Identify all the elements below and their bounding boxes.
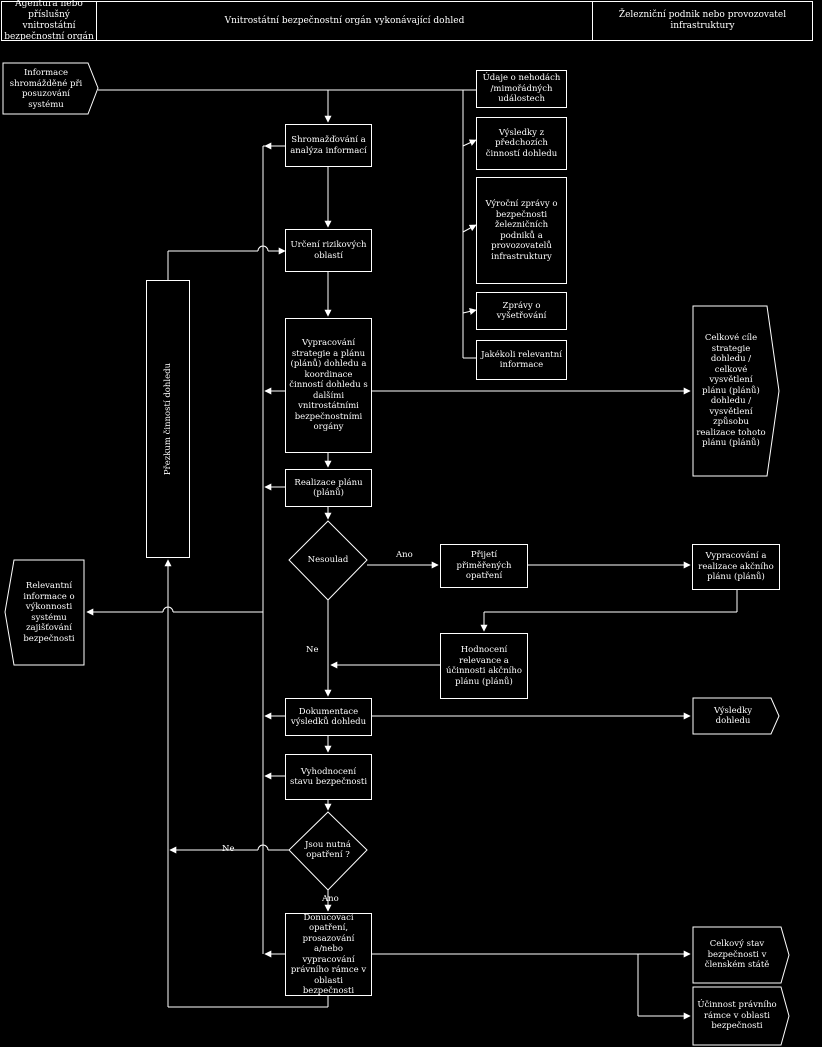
- strategy-box: Vypracování strategie a plánu (plánů) do…: [285, 318, 372, 453]
- annual-reports-box: Výroční zprávy o bezpečnosti železničníc…: [476, 177, 567, 284]
- assess-box: Vyhodnocení stavu bezpečnosti: [285, 754, 372, 800]
- yes-label-2: Ano: [322, 894, 339, 904]
- other-info-box: Jakékoli relevantní informace: [476, 340, 567, 380]
- no-label-1: Ne: [306, 645, 319, 655]
- evaluate-box: Hodnocení relevance a účinnosti akčního …: [440, 633, 528, 699]
- risk-box: Určení rizikových oblastí: [285, 229, 372, 272]
- measures-box: Přijetí přiměřených opatření: [440, 544, 528, 588]
- effectiveness-shape: [692, 986, 790, 1046]
- header-railway: Železniční podnik nebo provozovatel infr…: [592, 1, 813, 41]
- collect-box: Shromažďování a analýza informací: [285, 124, 372, 167]
- review-box: Přezkum činností dohledu: [146, 280, 190, 558]
- prev-results-box: Výsledky z předchozích činností dohledu: [476, 117, 567, 170]
- accidents-box: Údaje o nehodách /mimořádných událostech: [476, 70, 567, 108]
- yes-label-1: Ano: [396, 550, 413, 560]
- action-plan-box: Vypracování a realizace akčního plánu (p…: [692, 544, 780, 590]
- input-arrow-shape: [2, 62, 99, 115]
- document-box: Dokumentace výsledků dohledu: [285, 698, 372, 736]
- enforcement-box: Donucovací opatření, prosazování a/nebo …: [285, 913, 372, 996]
- results-shape: [692, 697, 780, 735]
- objectives-shape: [692, 305, 780, 477]
- implement-box: Realizace plánu (plánů): [285, 469, 372, 507]
- noncompliance-diamond: [288, 520, 368, 601]
- overall-state-shape: [692, 926, 790, 984]
- investigation-box: Zprávy o vyšetřování: [476, 292, 567, 330]
- necessary-diamond: [288, 811, 368, 891]
- no-label-2: Ne: [222, 844, 235, 854]
- relevant-info-shape: [4, 559, 85, 666]
- review-text: Přezkum činností dohledu: [163, 362, 173, 476]
